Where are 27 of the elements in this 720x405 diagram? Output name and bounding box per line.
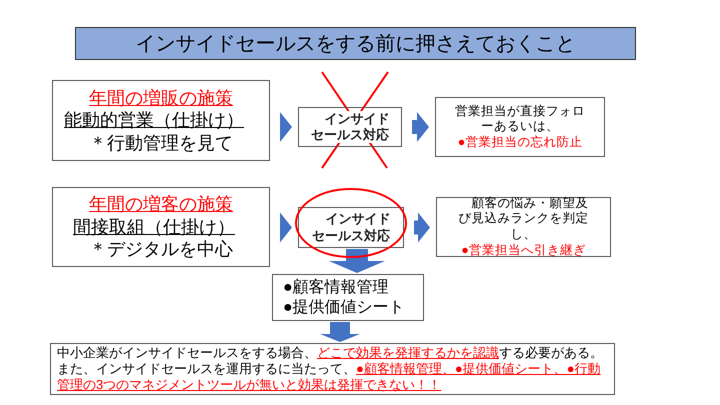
measure-heading: 年間の増客の施策	[89, 193, 233, 216]
process-box	[298, 207, 404, 248]
measure-name: 能動的営業（仕掛け）	[64, 109, 245, 132]
title-banner: インサイドセールスをする前に押さえておくこと	[75, 27, 636, 60]
tool-list-box	[272, 274, 424, 321]
process-box	[298, 107, 402, 147]
block-arrow	[414, 212, 430, 242]
measure-note: ＊デジタルを中心	[89, 238, 233, 261]
process-label: インサイドセールス対応	[310, 110, 390, 144]
highlight-text: ●営業担当へ引き継ぎ	[461, 242, 586, 258]
measure-box	[52, 80, 270, 161]
measure-heading: 年間の増販の施策	[89, 86, 233, 110]
result-box	[435, 97, 605, 157]
process-label: インサイドセールス対応	[311, 211, 391, 244]
note-text: 中小企業がインサイドセールスをする場合、どこで効果を発揮するかを認識する必要がある。また、インサイドセールスを運用するに当たって、●顧客情報管理、●提供価値シート、●行動管理の3つのマネジメントツールが無いと効果は発揮できない！！	[57, 344, 604, 394]
measure-box	[52, 187, 270, 267]
result-text: 顧客の悩み・願望及び見込みランクを判定し、	[458, 196, 590, 243]
measure-note: ＊行動管理を見て	[89, 132, 233, 154]
block-arrow	[329, 249, 385, 273]
block-arrow	[412, 112, 429, 142]
measure-name: 間接取組（仕掛け）	[73, 216, 236, 238]
list-item: ●顧客情報管理	[283, 278, 389, 298]
highlight-text: ●営業担当の忘れ防止	[458, 134, 582, 150]
list-item: ●提供価値シート	[283, 298, 405, 318]
result-text: 営業担当が直接フォローあるいは、	[454, 104, 586, 135]
block-arrow	[320, 322, 360, 342]
result-box	[436, 197, 611, 257]
